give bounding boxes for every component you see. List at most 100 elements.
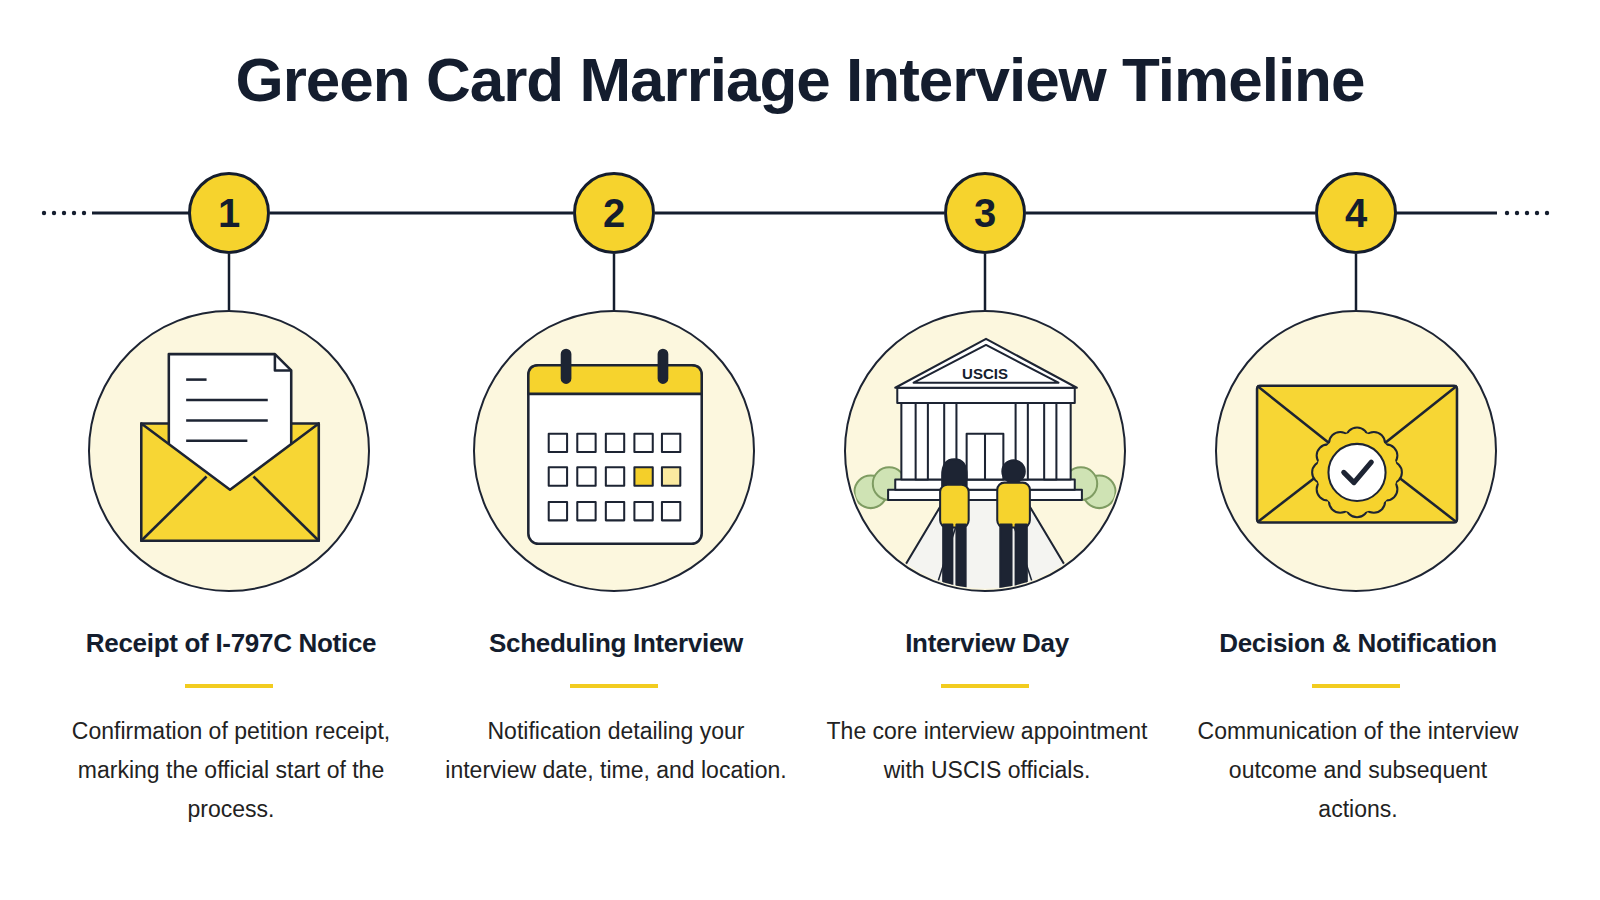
envelope-fold: [253, 477, 318, 541]
check-badge: [1312, 428, 1402, 518]
timeline-line: [655, 212, 944, 215]
dot: [1545, 211, 1549, 215]
step-number: 3: [974, 193, 996, 233]
hair: [942, 459, 966, 486]
torso: [997, 483, 1030, 528]
step-illustration-circle: Scheduling InterviewNotification detaili…: [473, 310, 755, 592]
day-cell: [606, 502, 624, 520]
leg: [943, 524, 952, 587]
day-cell: [577, 434, 595, 452]
column: [916, 403, 928, 480]
day-cell: [549, 502, 567, 520]
day-cell: [634, 502, 652, 520]
day-cell: [634, 434, 652, 452]
day-cell-highlight: [662, 467, 680, 485]
day-cell: [549, 434, 567, 452]
person-right: [997, 460, 1030, 588]
calendar-page: [528, 365, 701, 544]
bush: [1065, 467, 1098, 500]
badge-scallop: [1312, 461, 1334, 483]
day-cell: [577, 467, 595, 485]
dot: [1525, 211, 1529, 215]
walkway: [888, 500, 1082, 594]
step-illustration-circle: Receipt of I-797C NoticeConfirmation of …: [88, 310, 370, 592]
step-heading: Receipt of I-797C Notice: [20, 627, 442, 659]
step-connector: [1355, 254, 1358, 310]
underline: [941, 684, 1029, 688]
bush: [873, 467, 906, 500]
calendar-header: [528, 365, 701, 394]
calendar-icon: [528, 350, 701, 544]
pediment: [895, 339, 1077, 388]
step-number-circle: 2: [573, 172, 655, 254]
envelope-fold: [141, 477, 206, 541]
calendar-ring: [562, 350, 570, 383]
person-left: [940, 459, 969, 588]
column: [944, 403, 956, 480]
column: [1044, 403, 1056, 480]
day-cell: [549, 467, 567, 485]
envelope-fold: [1257, 473, 1320, 522]
bush: [854, 475, 887, 508]
badge-center: [1328, 444, 1385, 501]
text-line: [186, 378, 206, 381]
building-scene: [854, 339, 1115, 594]
step-number: 1: [218, 193, 240, 233]
underline: [185, 684, 273, 688]
timeline-segment: [1395, 212, 1497, 215]
step-number: 2: [603, 193, 625, 233]
building-step: [895, 480, 1075, 490]
step-description: Notification detailing your interview da…: [445, 712, 787, 790]
leg: [1016, 524, 1027, 587]
building-step: [888, 490, 1082, 500]
letter-paper: [169, 354, 291, 490]
underline: [570, 684, 658, 688]
badge-scallop: [1329, 432, 1351, 454]
step-number-circle: 4: [1315, 172, 1397, 254]
step-connector: [984, 254, 987, 310]
dot: [52, 211, 56, 215]
step-connector: [228, 254, 231, 310]
diagram-title: Green Card Marriage Interview Timeline: [0, 40, 1600, 120]
dot: [82, 211, 86, 215]
day-cell: [662, 502, 680, 520]
step-description: Confirmation of petition receipt, markin…: [60, 712, 402, 829]
envelope-back: [141, 423, 318, 540]
step-heading: Interview Day: [776, 627, 1198, 659]
dot: [72, 211, 76, 215]
badge-fill: [1317, 432, 1398, 513]
entablature: [897, 388, 1074, 403]
step-connector: [613, 254, 616, 310]
badge-scallop: [1346, 495, 1368, 517]
envelope-fold: [1394, 473, 1457, 522]
envelope-front: [141, 423, 318, 540]
step-illustration-circle: Decision & NotificationCommunication of …: [1215, 310, 1497, 592]
badge-scallop: [1363, 490, 1385, 512]
timeline-line: [1026, 212, 1315, 215]
dot: [42, 211, 46, 215]
dot: [1535, 211, 1539, 215]
calendar-ring: [659, 350, 667, 383]
envelope-flap: [1257, 386, 1457, 466]
dot: [62, 211, 66, 215]
step-heading: Decision & Notification: [1147, 627, 1569, 659]
step-number-circle: 1: [188, 172, 270, 254]
step-description: The core interview appointment with USCI…: [816, 712, 1158, 790]
heading-underlines: [185, 684, 1400, 688]
step-description: Communication of the interview outcome a…: [1187, 712, 1529, 829]
torso: [940, 485, 969, 528]
walkway-line: [1005, 500, 1036, 594]
door: [967, 434, 1004, 480]
badge-scallop: [1317, 478, 1339, 500]
badge-scallop: [1375, 444, 1397, 466]
day-cell: [606, 467, 624, 485]
pediment-inner: [914, 345, 1059, 383]
check-mark: [1344, 462, 1372, 482]
badge-scallop: [1329, 490, 1351, 512]
walkway-line: [934, 500, 965, 594]
text-line: [186, 419, 268, 422]
leg: [956, 524, 965, 587]
step-heading: Scheduling Interview: [405, 627, 827, 659]
